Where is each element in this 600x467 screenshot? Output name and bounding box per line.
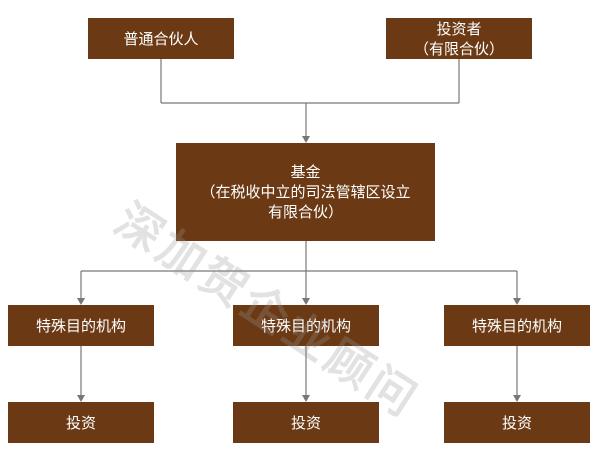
arrowhead-to-spv-2 bbox=[302, 298, 310, 305]
investment-label-2: 投资 bbox=[290, 413, 321, 432]
spv-box-3: 特殊目的机构 bbox=[444, 305, 590, 346]
investment-box-2: 投资 bbox=[233, 402, 379, 443]
arrowhead-to-inv-2 bbox=[302, 395, 310, 402]
arrowhead-to-spv-1 bbox=[77, 298, 85, 305]
investment-box-3: 投资 bbox=[444, 402, 590, 443]
investment-box-1: 投资 bbox=[8, 402, 154, 443]
fund-box: 基金 （在税收中立的司法管辖区设立 有限合伙） bbox=[176, 143, 435, 241]
investment-label-3: 投资 bbox=[501, 413, 532, 432]
investor-label: 投资者 bbox=[436, 19, 482, 38]
investor-sublabel: （有限合伙） bbox=[413, 39, 504, 58]
arrowhead-to-inv-3 bbox=[513, 395, 521, 402]
arrowhead-to-fund bbox=[302, 136, 310, 143]
spv-label-2: 特殊目的机构 bbox=[260, 316, 351, 335]
spv-box-2: 特殊目的机构 bbox=[233, 305, 379, 346]
fund-description-line-2: 有限合伙） bbox=[267, 203, 343, 221]
fund-description-line-1: （在税收中立的司法管辖区设立 bbox=[200, 183, 411, 201]
arrowhead-to-inv-1 bbox=[77, 395, 85, 402]
general-partner-label: 普通合伙人 bbox=[123, 29, 199, 48]
arrowhead-to-spv-3 bbox=[513, 298, 521, 305]
investor-box: 投资者 （有限合伙） bbox=[386, 18, 532, 59]
spv-label-3: 特殊目的机构 bbox=[471, 316, 562, 335]
investment-label-1: 投资 bbox=[65, 413, 96, 432]
spv-box-1: 特殊目的机构 bbox=[8, 305, 154, 346]
spv-label-1: 特殊目的机构 bbox=[35, 316, 126, 335]
general-partner-box: 普通合伙人 bbox=[88, 18, 234, 59]
fund-label: 基金 bbox=[290, 163, 321, 181]
